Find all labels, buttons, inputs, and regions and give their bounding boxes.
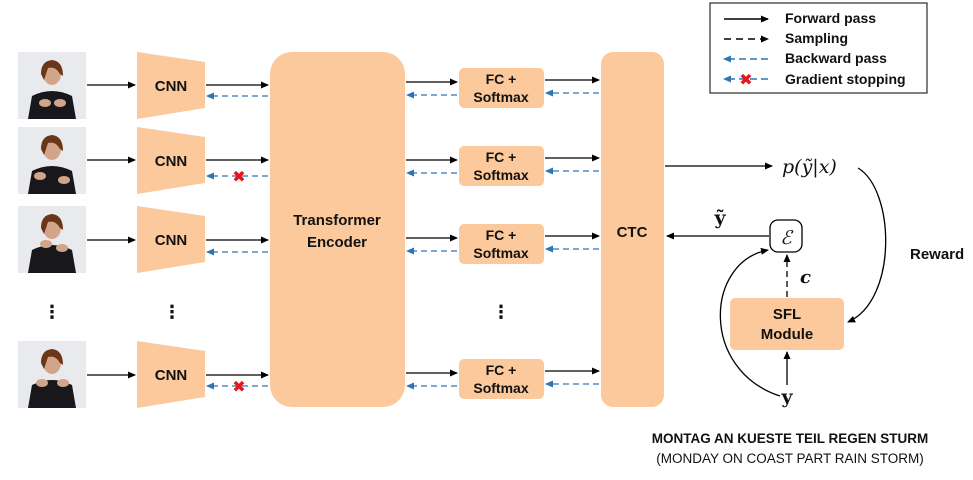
gradient-stop-icon-2: ✖ <box>232 169 245 186</box>
cnn-label-1: CNN <box>155 78 188 95</box>
fc-label-2a: FC + <box>486 149 517 165</box>
fc-block-4 <box>459 359 544 399</box>
ctc-block <box>601 52 664 407</box>
prob-label: p(ỹ|x) <box>782 156 837 178</box>
ellipsis-cnn: ⋮ <box>163 302 181 322</box>
fc-label-1b: Softmax <box>473 89 528 105</box>
fc-blocks: FC + Softmax FC + Softmax FC + Softmax F… <box>459 68 544 399</box>
reward-arrow <box>847 167 887 323</box>
cnn-block-1 <box>137 52 205 119</box>
ellipsis-frames: ⋮ <box>43 302 61 322</box>
row-arrows: ✖ ✖ <box>87 76 600 396</box>
fc-block-1 <box>459 68 544 108</box>
encoder-label-line2: Encoder <box>307 234 367 251</box>
encoder-label-line1: Transformer <box>293 212 381 229</box>
signer-frame-3 <box>18 206 86 273</box>
cnn-block-4 <box>137 341 205 408</box>
arrow-y-evaluator <box>719 247 781 397</box>
legend-sampling-label: Sampling <box>785 30 848 46</box>
cnn-block-2 <box>137 127 205 194</box>
signer-frame-2 <box>18 127 86 194</box>
cnn-label-3: CNN <box>155 232 188 249</box>
gloss-text: MONTAG AN KUESTE TEIL REGEN STURM <box>652 431 929 446</box>
fc-label-3a: FC + <box>486 227 517 243</box>
cnn-blocks: CNN CNN CNN CNN <box>137 52 205 408</box>
legend-forward-label: Forward pass <box>785 10 876 26</box>
reward-label: Reward <box>910 246 964 263</box>
signer-frame-4 <box>18 341 86 408</box>
legend-stop-cross-icon: ✖ <box>739 72 752 89</box>
evaluator-box <box>769 219 803 253</box>
ellipsis-fc: ⋮ <box>492 302 510 322</box>
translation-text: (MONDAY ON COAST PART RAIN STORM) <box>656 451 924 466</box>
y-tilde-label: ỹ <box>713 207 726 229</box>
y-label: y <box>780 386 793 408</box>
sfl-label-line1: SFL <box>773 306 801 323</box>
fc-label-1a: FC + <box>486 71 517 87</box>
evaluator-symbol: ℰ <box>780 227 794 249</box>
transformer-encoder-block <box>270 52 405 407</box>
legend: Forward pass Sampling Backward pass ✖ Gr… <box>709 2 928 94</box>
fc-block-2 <box>459 146 544 186</box>
signer-frames <box>18 52 86 408</box>
fc-label-3b: Softmax <box>473 245 528 261</box>
signer-frame-1 <box>18 52 86 119</box>
fc-label-2b: Softmax <box>473 167 528 183</box>
cnn-block-3 <box>137 206 205 273</box>
c-label: c <box>800 267 811 288</box>
ctc-label: CTC <box>617 224 648 241</box>
fc-label-4a: FC + <box>486 362 517 378</box>
fc-label-4b: Softmax <box>473 380 528 396</box>
gradient-stop-icon-4: ✖ <box>232 379 245 396</box>
fc-block-3 <box>459 224 544 264</box>
sfl-label-line2: Module <box>761 326 814 343</box>
sfl-module-block <box>730 298 844 350</box>
legend-stop-label: Gradient stopping <box>785 71 906 87</box>
cnn-label-2: CNN <box>155 153 188 170</box>
legend-box <box>709 2 928 94</box>
cnn-label-4: CNN <box>155 367 188 384</box>
legend-backward-label: Backward pass <box>785 50 887 66</box>
